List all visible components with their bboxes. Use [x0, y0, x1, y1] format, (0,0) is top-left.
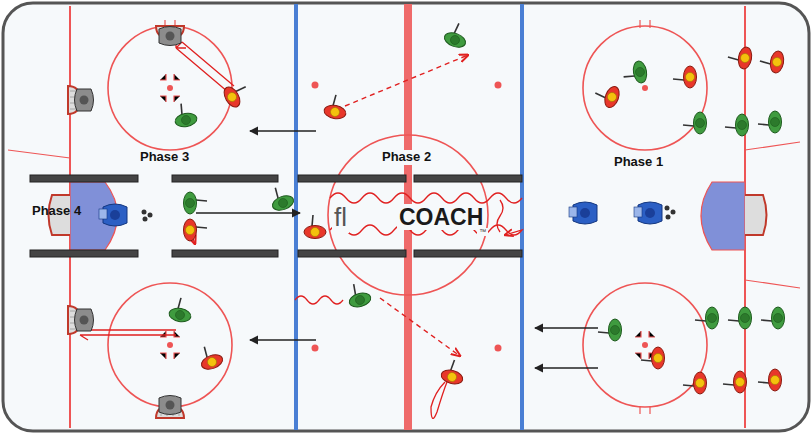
watermark: COACH	[397, 204, 485, 230]
phase-label: Phase 1	[612, 155, 665, 170]
watermark: ™	[477, 228, 488, 236]
phase-label: Phase 2	[380, 150, 433, 165]
watermark: fl	[332, 203, 349, 233]
phase-label: Phase 3	[138, 150, 191, 165]
phase-label: Phase 4	[30, 204, 83, 219]
